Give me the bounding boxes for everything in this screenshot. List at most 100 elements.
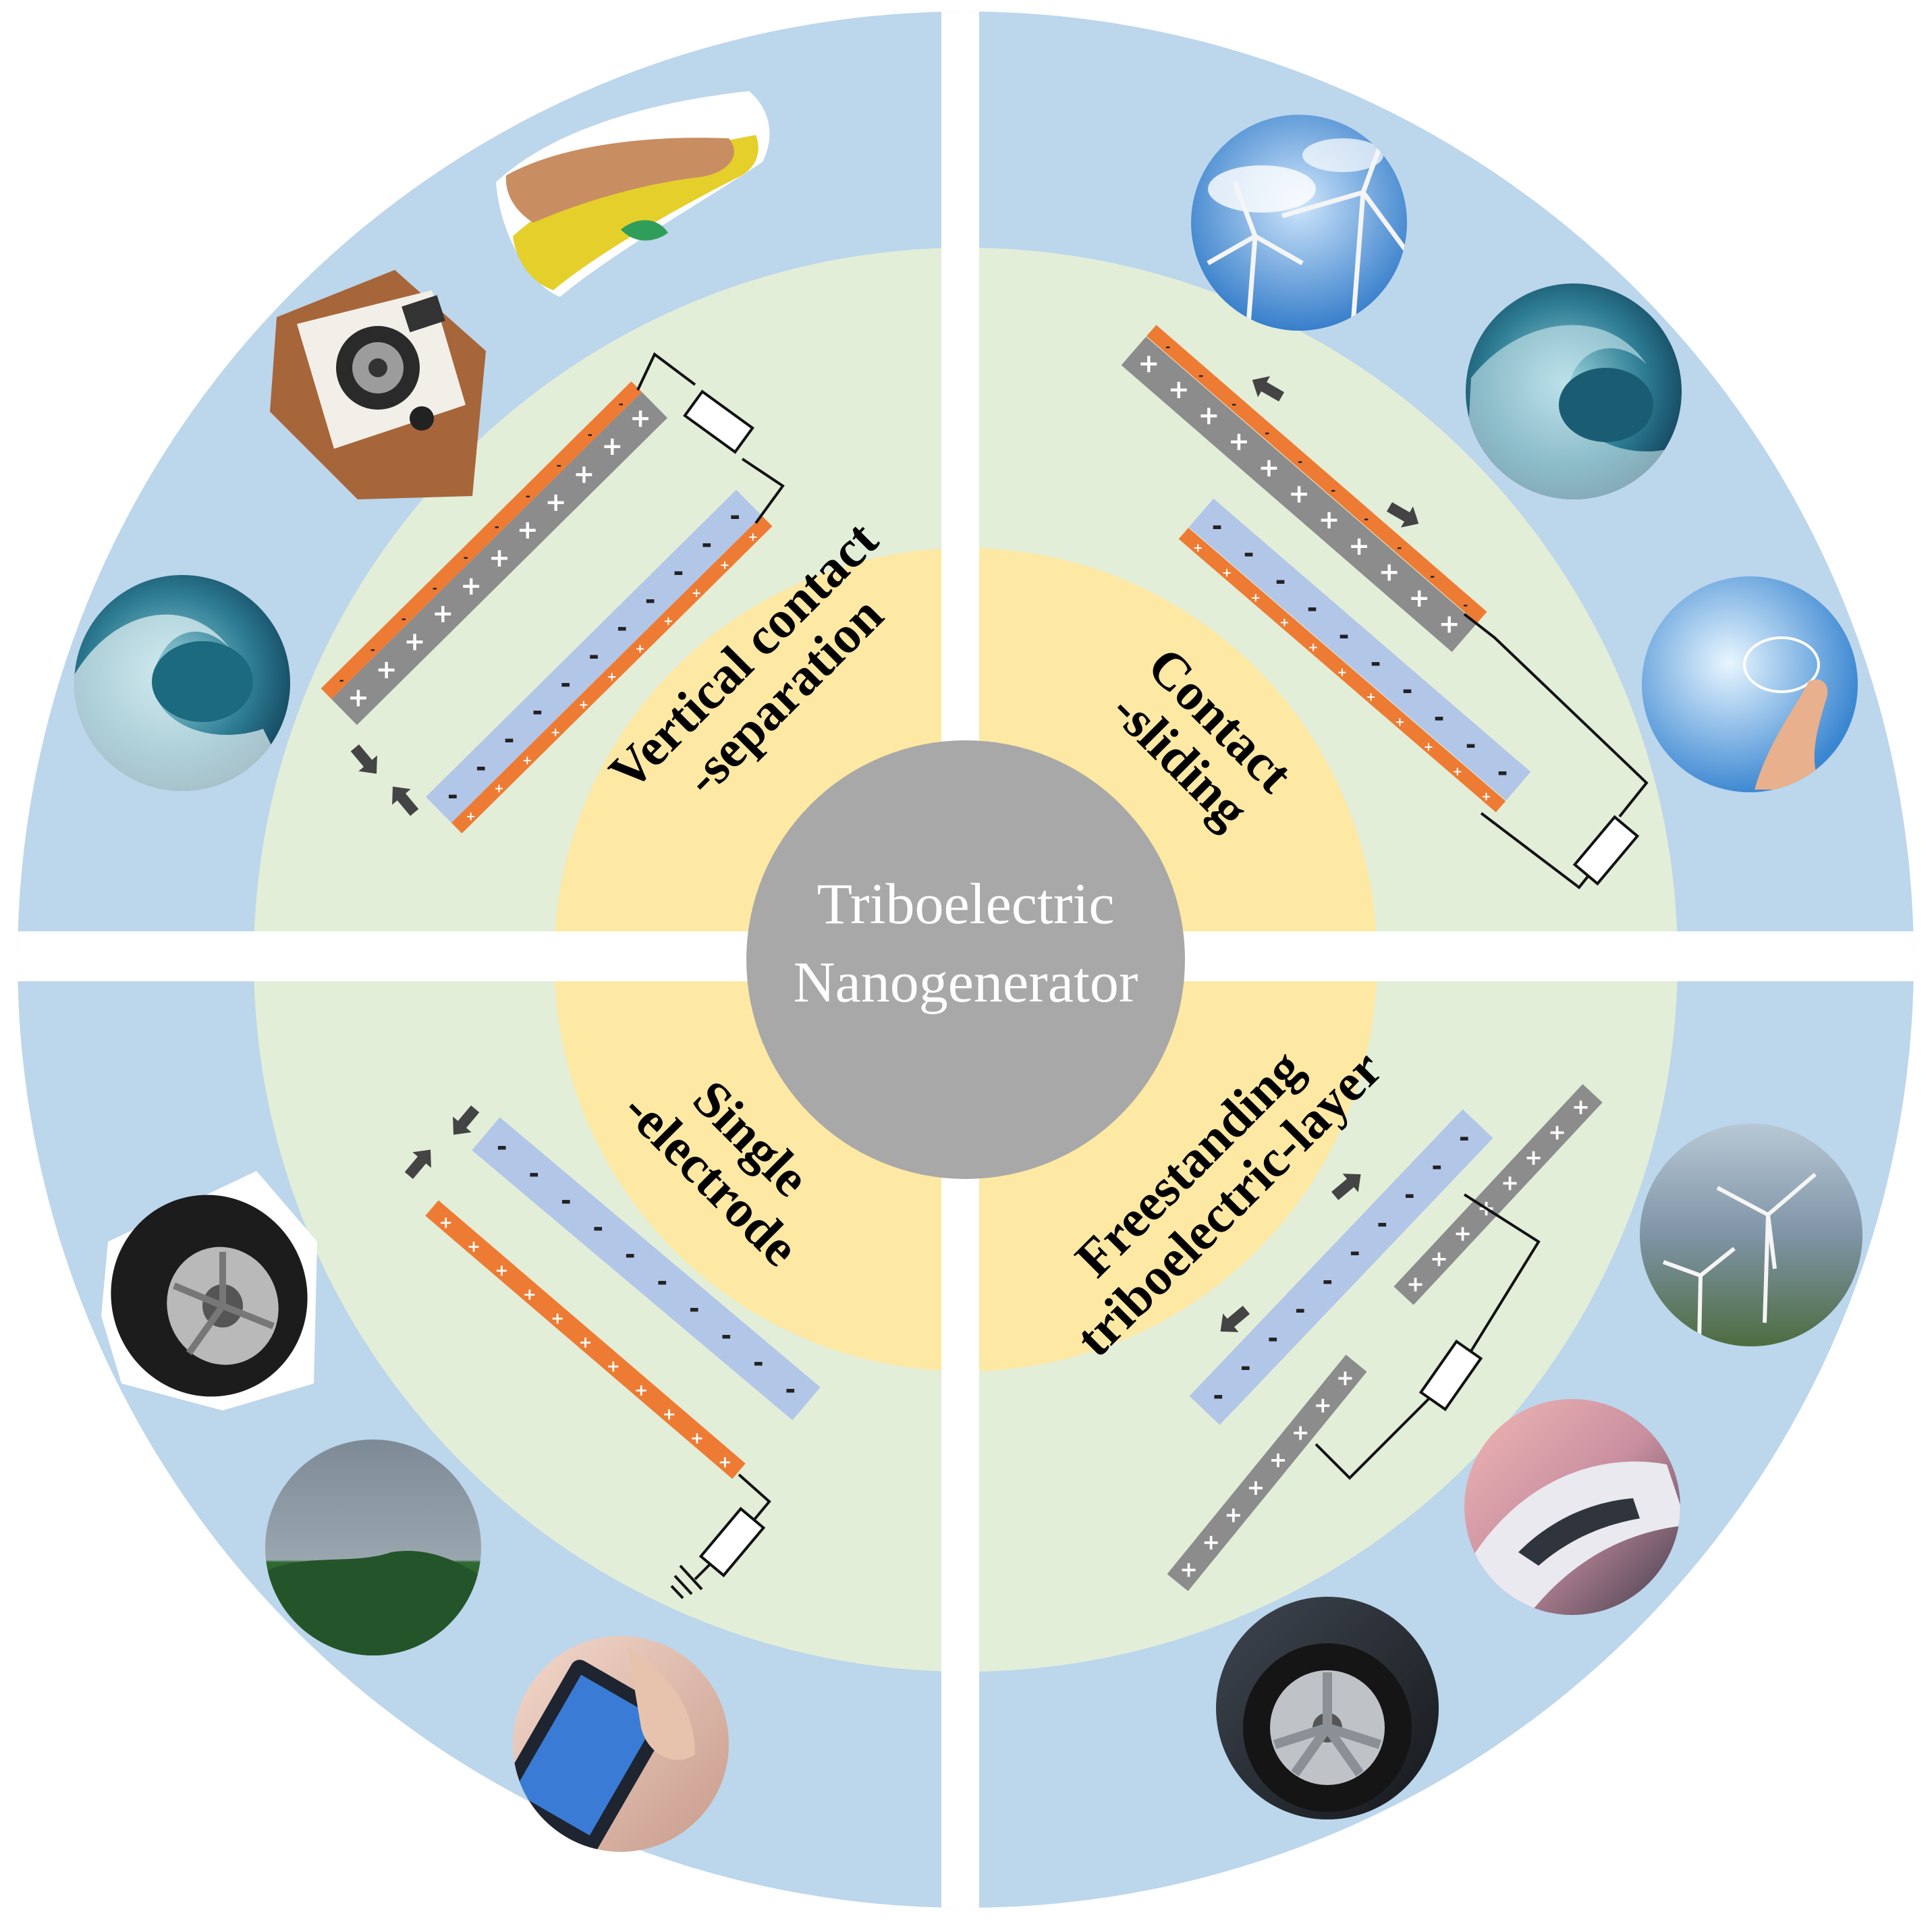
arrow-icon: [1386, 502, 1419, 528]
smartphone-icon: [513, 1636, 729, 1852]
plus-charge: +: [1501, 1170, 1519, 1195]
plus-charge: +: [1424, 740, 1434, 754]
minus-charge: -: [476, 752, 487, 782]
minus-charge: -: [1244, 539, 1254, 568]
contact-sliding-schematic: ----------+++++++++++----------+++++++++…: [1121, 325, 1531, 813]
plus-charge: +: [466, 810, 476, 823]
ground-symbol: [670, 1564, 703, 1599]
plus-charge: +: [690, 1429, 704, 1448]
plus-charge: +: [1269, 1447, 1288, 1473]
electrode-top-orange-body: [1147, 325, 1487, 624]
minus-charge: -: [402, 613, 406, 626]
load-resistor: [1418, 1339, 1483, 1412]
minus-charge: -: [617, 613, 628, 642]
minus-charge: -: [1165, 341, 1170, 354]
minus-charge: -: [1350, 1237, 1360, 1267]
center-disc: Triboelectric Nanogenerator: [746, 740, 1185, 1179]
electrode-bottom-orange: +++++++++++: [451, 516, 773, 833]
high-speed-train-icon: [1464, 1399, 1680, 1615]
minus-charge: -: [1295, 1294, 1306, 1324]
plus-charge: +: [635, 642, 645, 656]
plus-charge: +: [517, 515, 539, 545]
plus-charge: +: [1138, 348, 1159, 378]
plus-charge: +: [1193, 542, 1203, 555]
minus-charge: -: [370, 644, 375, 657]
electrode-orange: +++++++++++: [425, 1200, 746, 1479]
dielectric-blue-layer-body: [1188, 498, 1531, 801]
single-electrode-schematic: ----------+++++++++++: [425, 1117, 821, 1479]
center-title-line2: Nanogenerator: [794, 950, 1138, 1014]
minus-charge: -: [721, 1321, 732, 1350]
minus-charge: -: [588, 641, 599, 671]
electrode-top-orange: ----------: [321, 381, 642, 699]
plus-charge: +: [551, 1309, 564, 1328]
plus-charge: +: [1228, 427, 1250, 456]
plus-charge: +: [432, 599, 453, 628]
minus-charge: -: [464, 551, 468, 565]
vertical-contact-separation-schematic: ----------+++++++++++-----------++++++++…: [321, 381, 773, 833]
minus-charge: -: [729, 501, 740, 531]
arrow-icon: [404, 1149, 431, 1179]
minus-charge: -: [1430, 570, 1435, 584]
plus-charge: +: [495, 1261, 508, 1280]
plus-charge: +: [439, 1213, 453, 1232]
minus-charge: -: [557, 460, 561, 473]
plus-charge: +: [748, 531, 758, 545]
plus-charge: +: [1452, 765, 1462, 779]
plus-charge: +: [404, 627, 426, 657]
plus-charge: +: [601, 431, 623, 461]
plus-charge: +: [692, 586, 702, 600]
dielectric-blue-layer-body: [472, 1117, 821, 1421]
minus-charge: -: [1463, 599, 1468, 613]
plus-charge: +: [467, 1237, 480, 1256]
plus-charge: +: [1337, 666, 1348, 680]
plus-charge: +: [1379, 557, 1400, 586]
plus-charge: +: [1250, 591, 1261, 605]
plus-charge: +: [1439, 609, 1460, 639]
minus-charge: -: [532, 696, 543, 726]
dielectric-blue-layer-body: [426, 489, 762, 823]
plus-charge: +: [1279, 616, 1290, 630]
plus-charge: +: [545, 487, 567, 517]
minus-charge: -: [753, 1348, 764, 1377]
plus-charge: +: [1168, 375, 1190, 404]
plus-charge: +: [1408, 583, 1430, 613]
arrow-icon: [350, 744, 377, 774]
minus-charge: -: [526, 490, 530, 503]
sliding-circuit: [1463, 613, 1649, 889]
plus-charge: +: [1406, 1271, 1425, 1296]
minus-charge: -: [625, 1240, 636, 1269]
motion-arrows: [350, 376, 1419, 1332]
freestanding-layer-schematic: ----------++++++++++++++++: [1167, 1084, 1603, 1591]
arrow-icon: [392, 786, 419, 816]
plus-charge: +: [1288, 479, 1310, 509]
dielectric-blue-layer: ----------: [1188, 498, 1531, 801]
plus-charge: +: [348, 682, 369, 712]
plus-charge: +: [1224, 1502, 1242, 1527]
plus-charge: +: [1524, 1145, 1543, 1170]
minus-charge: -: [1402, 675, 1413, 705]
minus-charge: -: [433, 582, 437, 596]
plus-charge: +: [1454, 1220, 1472, 1246]
plus-charge: +: [1548, 1119, 1566, 1145]
plus-charge: +: [663, 615, 673, 628]
minus-charge: -: [592, 1213, 603, 1242]
plus-charge: +: [1366, 691, 1376, 705]
dielectric-gray-layer: + + + + + + + + + + +: [1121, 336, 1477, 653]
plus-charge: +: [574, 459, 595, 489]
wind-turbine-icon: [1191, 115, 1407, 331]
dielectric-blue-layer: -----------: [426, 489, 762, 823]
minus-charge: -: [1459, 1122, 1470, 1152]
minus-charge: -: [495, 521, 499, 534]
electrode-top-orange-body: [321, 381, 642, 699]
plus-charge: +: [607, 671, 617, 684]
vertical-circuit: [636, 352, 785, 524]
minus-charge: -: [1339, 620, 1350, 650]
electrode-bottom-orange-body: [451, 516, 773, 833]
plus-charge: +: [718, 1452, 732, 1471]
minus-charge: -: [1322, 1266, 1333, 1296]
single-circuit: [670, 1473, 771, 1599]
electrode-gray-lower-body: [1167, 1354, 1367, 1591]
plus-charge: +: [1259, 453, 1280, 483]
minus-charge: -: [528, 1159, 539, 1188]
